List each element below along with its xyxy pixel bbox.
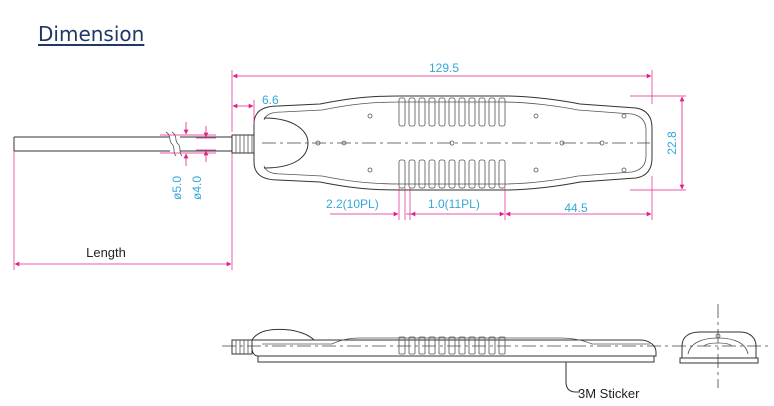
dim-height: 22.8 bbox=[665, 131, 679, 155]
end-view bbox=[672, 304, 770, 388]
body-outline bbox=[253, 95, 653, 191]
dim-nose-offset: 6.6 bbox=[262, 93, 279, 107]
grip-ribs bbox=[398, 97, 506, 189]
sticker-plate bbox=[257, 355, 655, 363]
strain-relief bbox=[231, 134, 255, 154]
mounting-holes bbox=[315, 113, 627, 173]
cable bbox=[13, 131, 232, 157]
page-title: Dimension bbox=[38, 22, 145, 46]
dim-inner-diameter: ø4.0 bbox=[190, 176, 204, 200]
side-view: 3M Sticker bbox=[222, 328, 668, 401]
dim-rib-spacing-right: 1.0(11PL) bbox=[428, 197, 480, 211]
top-view: 129.5 6.6 22.8 ø5.0 ø4.0 2.2(10PL) 1.0(1… bbox=[13, 61, 686, 270]
dim-tail-length: 44.5 bbox=[564, 201, 588, 215]
dim-cable-length: Length bbox=[86, 245, 126, 260]
dim-overall-length: 129.5 bbox=[429, 61, 459, 75]
sticker-callout: 3M Sticker bbox=[578, 386, 640, 401]
dim-rib-spacing-left: 2.2(10PL) bbox=[326, 197, 379, 211]
dim-outer-diameter: ø5.0 bbox=[170, 176, 184, 200]
